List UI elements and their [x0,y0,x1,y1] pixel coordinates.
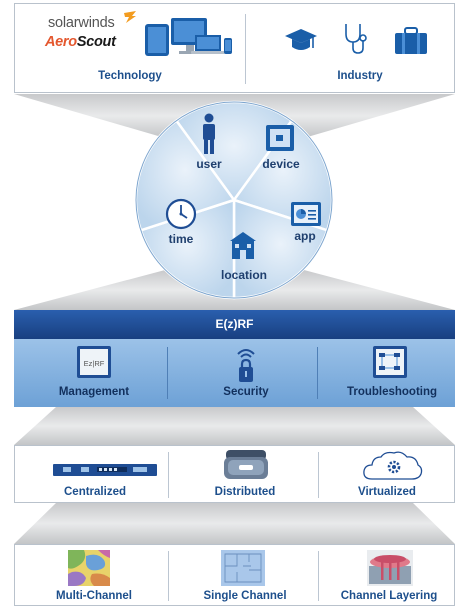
building-icon [230,232,256,259]
pie-outline [135,101,333,299]
divider [318,452,319,498]
deployment-panel: Centralized Distributed Virtualized [14,445,455,503]
ezrf-screen-text: Ez|RF [84,359,105,368]
stethoscope-icon [345,24,367,54]
devices-icon [145,18,232,56]
solarwinds-flame-icon [124,11,136,23]
slice-label-user: user [196,157,222,171]
divider [318,551,319,601]
rack-controller-icon [53,464,157,476]
centralized-label: Centralized [64,486,126,498]
aeroscout-prefix: Aero [45,34,77,50]
funnel-mid [14,407,455,445]
tablet-icon [266,125,294,151]
top-panel: solarwinds AeroScout Technology Ind [14,3,455,93]
network-screen-icon [373,346,407,378]
app-window-icon [291,202,321,226]
aeroscout-logo: AeroScout [45,34,116,50]
channel-layering-label: Channel Layering [340,590,438,602]
layering-icon [367,550,413,586]
ezrf-header: E(z)RF [14,310,455,339]
solarwinds-text: solarwinds [48,15,115,31]
virtualized-label: Virtualized [358,486,416,498]
cloud-gear-icon [363,451,423,480]
ezrf-title: E(z)RF [215,317,254,331]
aeroscout-suffix: Scout [76,34,116,50]
divider [167,347,168,399]
divider [245,14,246,84]
person-icon [203,113,215,154]
wireless-lock-icon [237,349,255,382]
graduation-cap-icon [285,29,317,50]
heatmap-icon [68,550,110,586]
slice-label-time: time [168,232,194,246]
ezrf-screen-icon: Ez|RF [77,346,111,378]
solarwinds-logo: solarwinds [48,15,115,31]
floorplan-icon [221,550,265,586]
troubleshooting-label: Troubleshooting [346,386,438,398]
briefcase-icon [395,27,427,54]
access-point-icon [224,450,268,479]
security-label: Security [223,386,269,398]
slice-label-location: location [220,268,267,282]
distributed-label: Distributed [214,486,276,498]
slice-label-app: app [294,229,316,243]
channel-panel: Multi-Channel Single Channel Channel Lay… [14,544,455,606]
divider [168,452,169,498]
ezrf-body: Ez|RF Management Security Troubleshootin… [14,339,455,407]
industry-label: Industry [337,70,383,82]
funnel-bottom [14,503,455,544]
multi-channel-label: Multi-Channel [55,590,133,602]
slice-label-device: device [262,157,300,171]
divider [168,551,169,601]
management-label: Management [58,386,130,398]
clock-icon [165,198,197,230]
context-pie [134,100,334,300]
single-channel-label: Single Channel [203,590,287,602]
divider [317,347,318,399]
technology-label: Technology [98,70,162,82]
